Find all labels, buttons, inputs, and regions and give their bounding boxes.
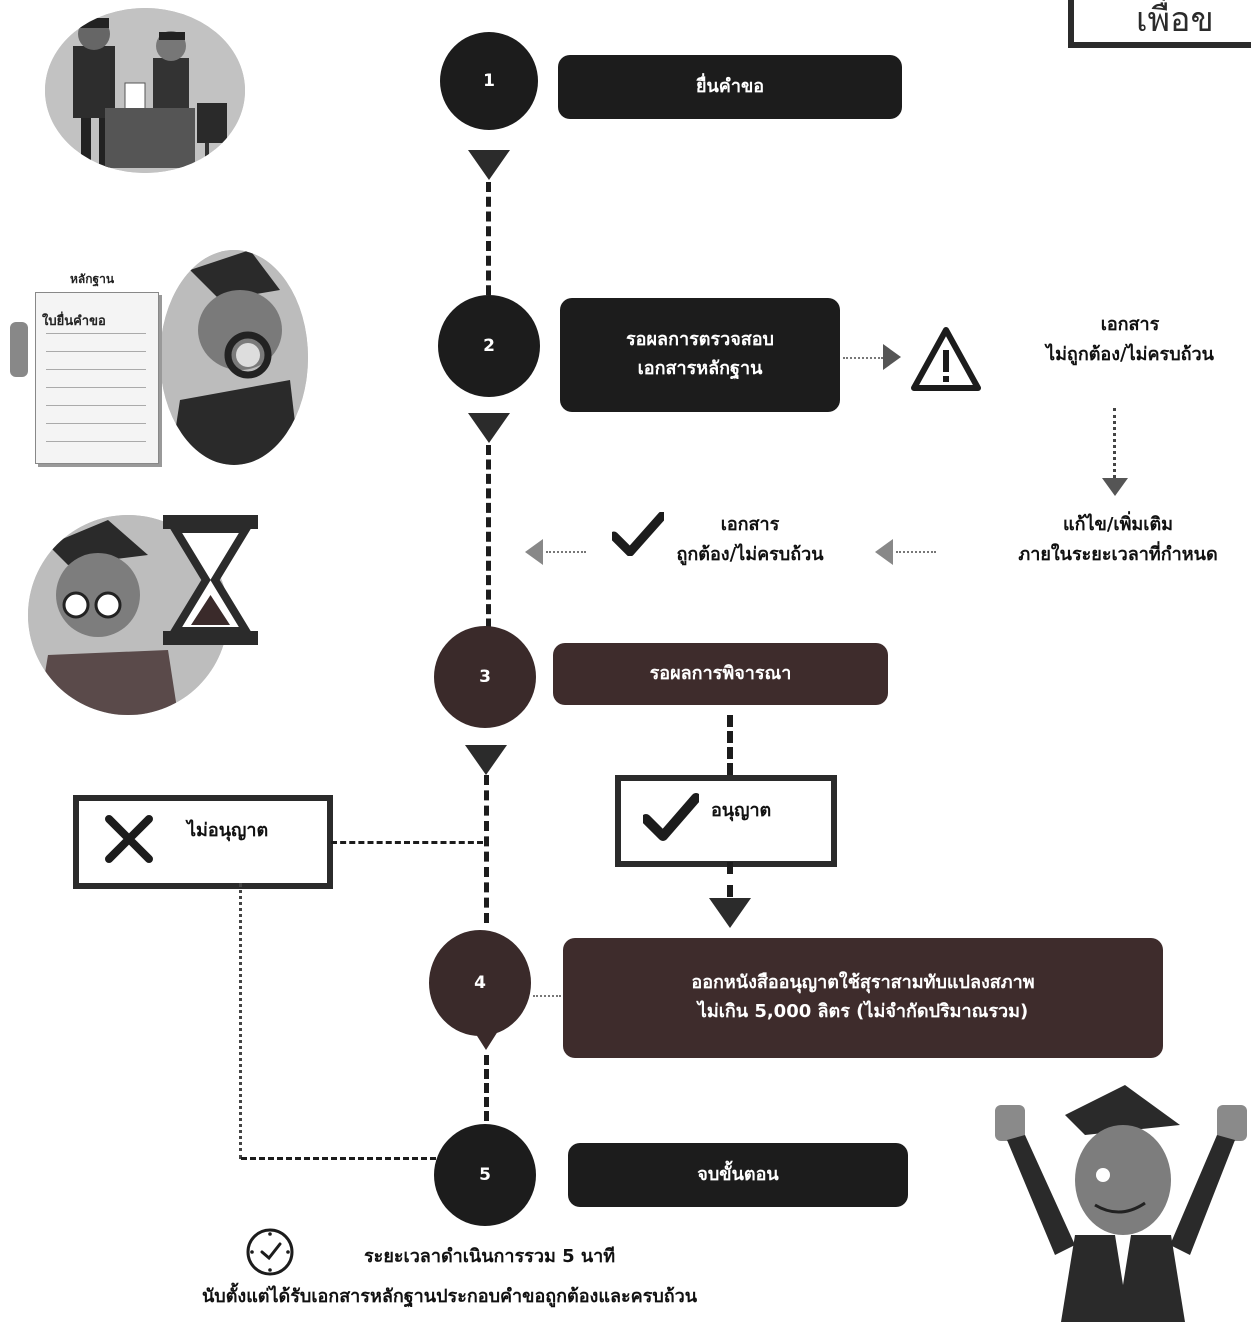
inspector-circle [160,250,308,465]
title-box: เพื่อข [1068,0,1251,48]
deny-label: ไม่อนุญาต [187,820,269,841]
title-text: เพื่อข [1136,0,1214,40]
spine-1-2 [486,182,491,310]
step-4-label-line2: ไม่เกิน 5,000 ลิตร (ไม่จำกัดปริมาณรวม) [697,1001,1029,1022]
valid-doc-label: เอกสาร ถูกต้อง/ไม่ครบถ้วน [640,510,860,569]
connector-deny-down [239,883,242,1159]
approve-label: อนุญาต [711,800,772,821]
document-sheet [35,292,159,464]
fix-line2: ภายในระยะเวลาที่กำหนด [1018,543,1218,565]
step-3-label: รอผลการพิจารณา [649,662,792,684]
connector-valid [546,551,586,553]
connector-spine-to-deny [331,841,483,844]
footer-note: นับตั้งแต่ได้รับเอกสารหลักฐานประกอบคำขอถ… [202,1286,698,1307]
thumb-hand [10,322,28,377]
step-4-number: 4 [474,973,486,993]
spine-3-4 [484,775,489,923]
connector-deny-to-5 [241,1157,436,1160]
arrow-down-2 [468,413,510,443]
step-3-number: 3 [479,667,491,687]
approve-check-icon [641,793,701,841]
arrow-down-1 [468,150,510,180]
step-4-box: ออกหนังสืออนุญาตใช้สุราสามทับแปลงสภาพ ไม… [563,938,1163,1058]
invalid-line1: เอกสาร [1100,314,1160,335]
step-2-box: รอผลการตรวจสอบ เอกสารหลักฐาน [560,298,840,412]
handshake-illustration [45,8,245,173]
connector-to-warning [843,357,883,359]
step-2-label-line2: เอกสารหลักฐาน [637,358,763,379]
arrow-down-approve [709,898,751,928]
doc-title: หลักฐาน [70,272,115,286]
step-5-box: จบขั้นตอน [568,1143,908,1207]
step-4-label-line1: ออกหนังสืออนุญาตใช้สุราสามทับแปลงสภาพ [691,972,1035,994]
doc-subtitle: ใบยื่นคำขอ [42,314,106,329]
connector-from-fix [896,551,936,553]
deny-box: ไม่อนุญาต [73,795,333,889]
connector-to-fix [1113,408,1116,478]
spine-4-5 [484,1055,489,1135]
invalid-line2: ไม่ถูกต้อง/ไม่ครบถ้วน [1046,343,1214,365]
step-1-label: ยื่นคำขอ [695,75,765,97]
step-5-number: 5 [479,1165,491,1185]
arrow-right-warning [883,344,901,370]
inspection-illustration: หลักฐาน ใบยื่นคำขอ [10,232,320,472]
step-2-label-line1: รอผลการตรวจสอบ [626,329,774,351]
arrow-down-fix [1102,478,1128,496]
step-1-number: 1 [483,71,495,91]
step-3-circle: 3 [434,626,536,728]
connector-to-approve [727,715,733,775]
step-5-circle: 5 [434,1124,536,1226]
approve-box: อนุญาต [615,775,837,867]
footer-duration: ระยะเวลาดำเนินการรวม 5 นาที [364,1246,616,1267]
warning-triangle-icon [910,326,982,392]
invalid-doc-label: เอกสาร ไม่ถูกต้อง/ไม่ครบถ้วน [1010,310,1250,369]
hourglass-icon [163,515,258,645]
step-1-circle: 1 [440,32,538,130]
arrow-down-3 [465,745,507,775]
fix-label: แก้ไข/เพิ่มเติม ภายในระยะเวลาที่กำหนด [985,510,1251,569]
waiting-illustration [28,510,258,720]
step-2-number: 2 [483,336,495,356]
valid-line1: เอกสาร [720,514,780,535]
step-3-box: รอผลการพิจารณา [553,643,888,705]
celebration-illustration [995,1085,1251,1322]
step-5-label: จบขั้นตอน [697,1163,779,1185]
step-4-pointer [472,1028,500,1050]
connector-approve-to-4 [727,862,733,897]
clock-icon [244,1226,296,1278]
step-4-circle: 4 [429,930,531,1036]
x-icon [105,815,153,863]
fix-line1: แก้ไข/เพิ่มเติม [1062,514,1174,535]
valid-line2: ถูกต้อง/ไม่ครบถ้วน [676,543,824,565]
check-icon [609,511,667,557]
step-1-box: ยื่นคำขอ [558,55,902,119]
connector-4-to-box [533,995,561,997]
arrow-left-valid [525,539,543,565]
spine-2-3 [486,445,491,643]
step-2-circle: 2 [438,295,540,397]
arrow-left-from-fix [875,539,893,565]
